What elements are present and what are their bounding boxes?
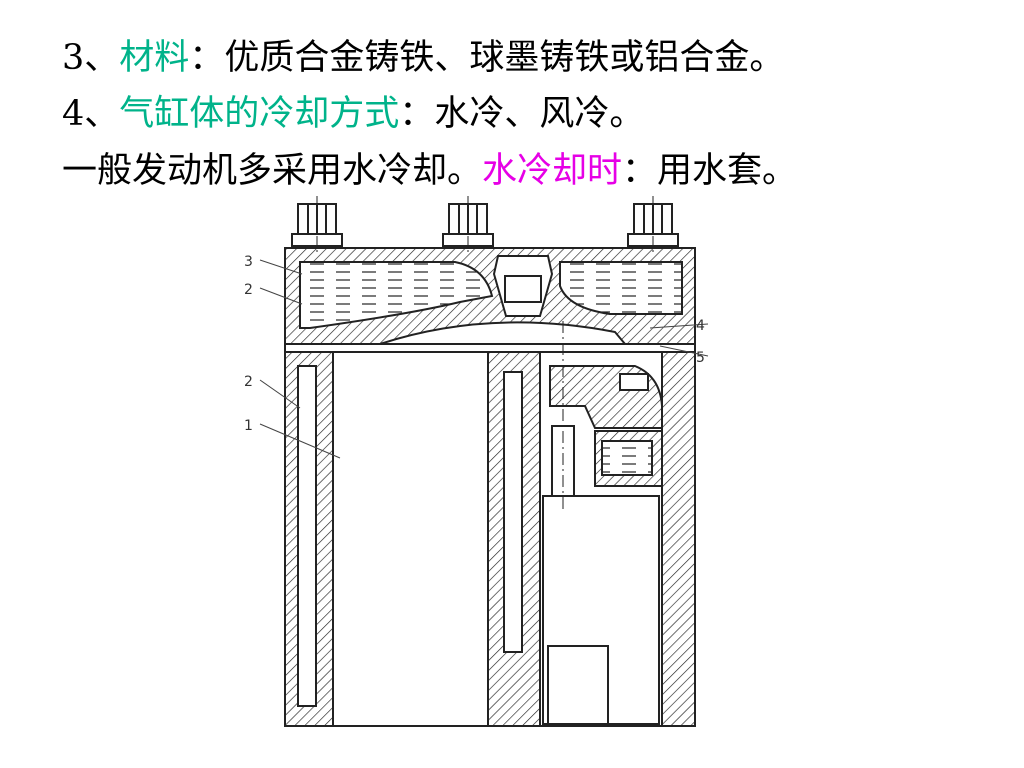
point-4-number: 4、 xyxy=(62,94,120,134)
callout-leaders xyxy=(259,259,709,459)
valve-port-upper-jacket xyxy=(619,373,649,391)
left-head-bolt xyxy=(291,196,343,256)
water-cooling-colon: ： xyxy=(622,151,658,191)
callout-3: 3 xyxy=(244,254,253,270)
callout-numbers: 3 2 2 1 4 5 xyxy=(244,254,705,434)
water-cooling-note: 一般发动机多采用水冷却。水冷却时：用水套。 xyxy=(62,150,797,192)
point-3-text: 优质合金铸铁、球墨铸铁或铝合金。 xyxy=(224,38,785,78)
left-water-jacket xyxy=(297,365,317,707)
combustion-chamber xyxy=(379,321,628,345)
middle-head-bolt xyxy=(442,196,494,256)
head-bolts xyxy=(291,196,679,256)
water-cooling-text: 用水套。 xyxy=(657,151,798,191)
callout-5: 5 xyxy=(696,350,705,366)
callout-2-block: 2 xyxy=(244,374,253,390)
cylinder-bore-left xyxy=(332,351,489,727)
point-4-text: 水冷、风冷。 xyxy=(434,94,645,134)
cylinder-block-drawing: 3 2 2 1 4 5 xyxy=(244,196,709,727)
point-3-keyword: 材料 xyxy=(119,38,190,78)
callout-2-head: 2 xyxy=(244,282,253,298)
cylinder-block xyxy=(284,321,696,727)
block-right-wall xyxy=(661,351,696,727)
head-gasket xyxy=(284,343,696,353)
point-3-number: 3、 xyxy=(62,38,120,78)
right-head-bolt xyxy=(627,196,679,256)
piston-skirt xyxy=(547,645,609,725)
point-4-colon: ： xyxy=(399,94,435,134)
callout-1: 1 xyxy=(244,418,253,434)
point-4-cooling-method: 4、气缸体的冷却方式：水冷、风冷。 xyxy=(62,93,644,135)
point-4-keyword: 气缸体的冷却方式 xyxy=(119,94,400,134)
point-3-material: 3、材料：优质合金铸铁、球墨铸铁或铝合金。 xyxy=(62,37,784,79)
cylinder-head xyxy=(284,247,696,345)
cylinder-block-cross-section-figure: 3 2 2 1 4 5 xyxy=(230,196,710,742)
water-cooling-lead: 一般发动机多采用水冷却。 xyxy=(62,151,483,191)
callout-4: 4 xyxy=(696,318,705,334)
center-water-jacket xyxy=(503,371,523,653)
water-cooling-keyword: 水冷却时 xyxy=(482,151,623,191)
point-3-colon: ： xyxy=(189,38,225,78)
